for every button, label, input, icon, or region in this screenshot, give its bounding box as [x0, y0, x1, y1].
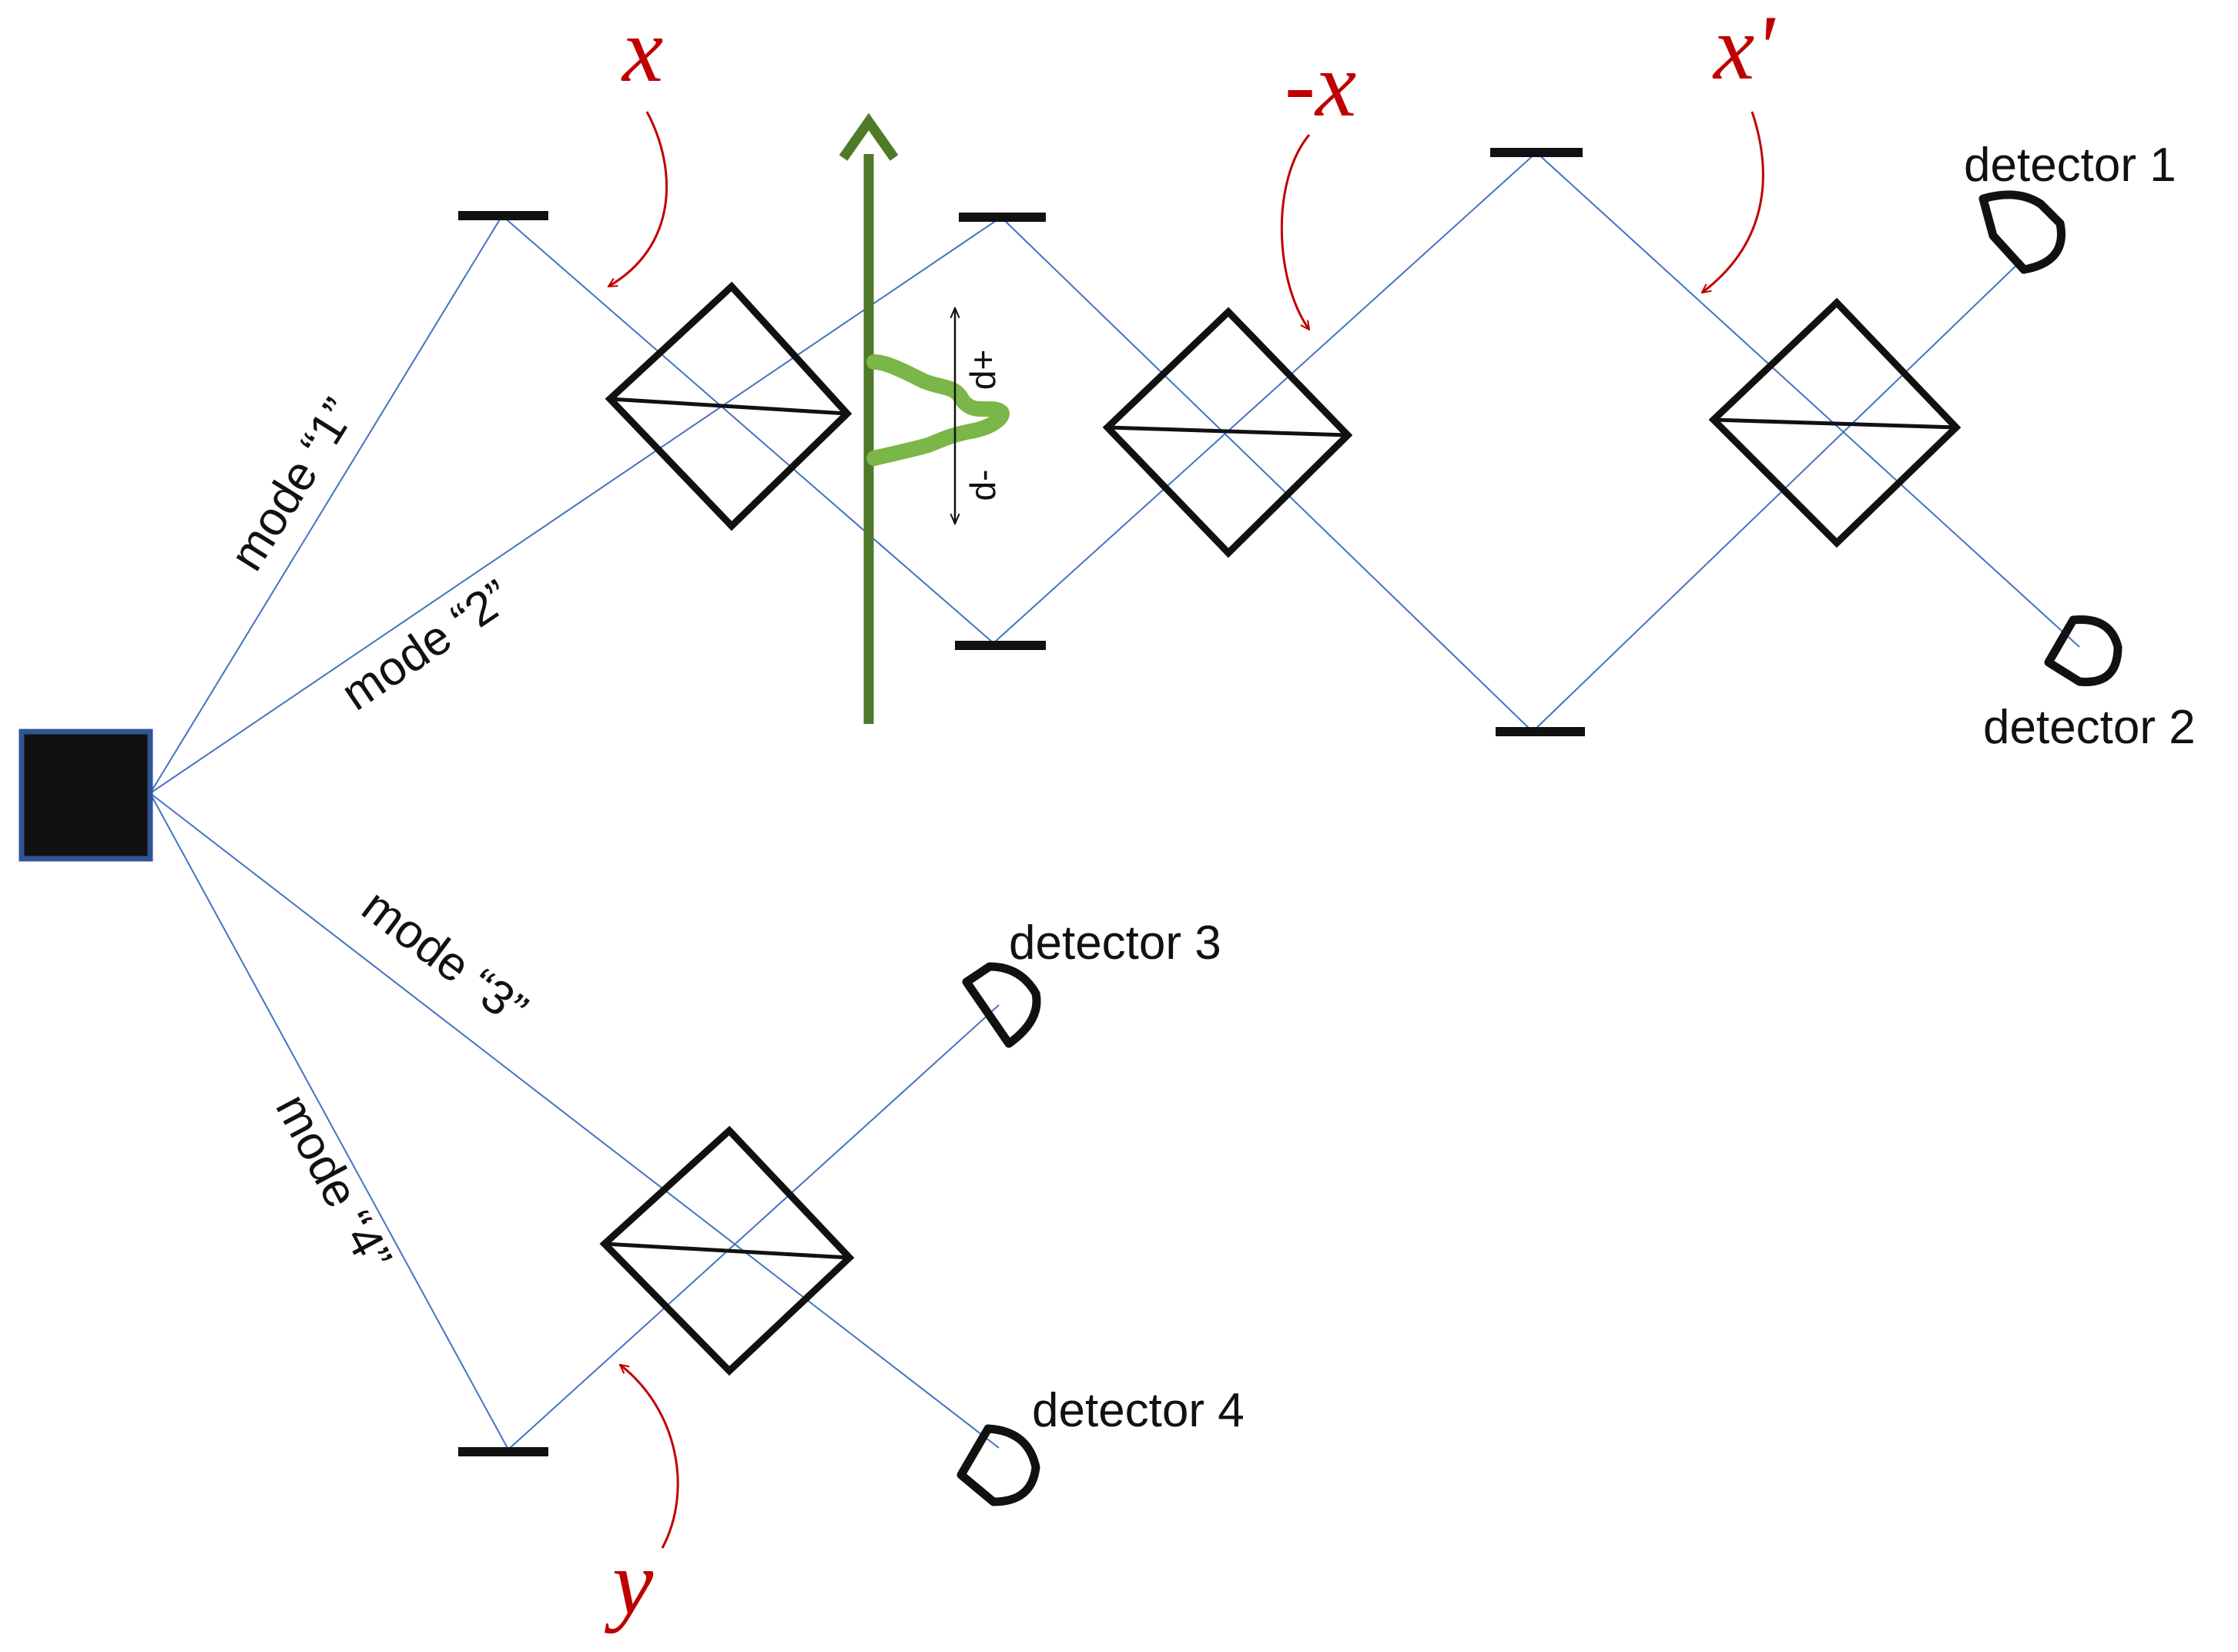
beam-mode1	[149, 215, 503, 794]
d-minus-label: d-	[963, 470, 1003, 501]
detector-3-icon	[962, 962, 1041, 1048]
variable-x: x	[621, 0, 663, 101]
variable-minus-x: -x	[1285, 33, 1356, 136]
gravity-field: d+ d-	[839, 112, 1010, 724]
annotations	[608, 111, 1764, 1549]
wavepacket-curve	[866, 354, 1010, 466]
mode-4-label: mode “4”	[265, 1086, 401, 1279]
detector-1-label: detector 1	[1964, 139, 2176, 192]
beam-splitter-3	[1708, 297, 1962, 548]
beam-m4-down	[1536, 152, 2080, 648]
beam-lower-up	[508, 1004, 1000, 1450]
beam-upper-reflect	[501, 215, 994, 644]
variable-x-prime: x'	[1712, 0, 1776, 99]
detector-4-label: detector 4	[1032, 1384, 1245, 1437]
beam-m3-up	[993, 152, 1537, 644]
beam-splitter-2	[1102, 307, 1353, 558]
beam-mode2	[149, 216, 1002, 794]
beam-mode3	[149, 792, 1000, 1449]
mode-2-label: mode “2”	[332, 570, 520, 721]
mirrors	[458, 148, 1585, 1456]
beam-m5-up	[1532, 260, 2022, 732]
gravity-arrow-head	[839, 112, 899, 161]
detector-1-icon	[1978, 190, 2065, 274]
beam-m2-down	[1000, 216, 1533, 732]
variable-y: y	[604, 1531, 654, 1634]
detector-2-icon	[2044, 615, 2122, 686]
d-plus-label: d+	[963, 350, 1003, 390]
minus-x-annotation-arrow	[1280, 134, 1309, 330]
photon-source	[18, 729, 153, 862]
y-annotation-arrow	[620, 1365, 679, 1549]
beam-paths	[149, 152, 2080, 1450]
mode-3-label: mode “3”	[353, 879, 538, 1036]
x-prime-annotation-arrow	[1702, 111, 1764, 293]
beam-splitter-1	[605, 281, 853, 531]
detector-4-icon	[957, 1424, 1040, 1506]
detector-3-label: detector 3	[1009, 916, 1221, 970]
x-annotation-arrow	[608, 111, 668, 288]
detector-2-label: detector 2	[1983, 701, 2196, 754]
beam-mode4	[149, 792, 509, 1450]
mode-1-label: mode “1”	[220, 390, 367, 580]
beam-splitter-4	[599, 1125, 855, 1376]
